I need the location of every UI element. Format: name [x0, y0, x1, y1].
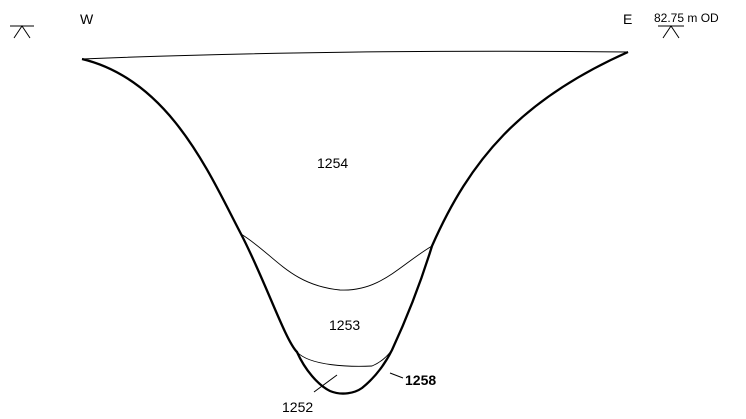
context-label-1252: 1252: [282, 399, 313, 415]
datum-level-label: 82.75 m OD: [654, 11, 719, 25]
east-label: E: [623, 11, 632, 27]
context-label-1253: 1253: [329, 317, 360, 333]
context-label-1258: 1258: [405, 372, 436, 388]
datum-marker-right-icon: [658, 25, 684, 39]
layer-boundary-1253-1252: [296, 349, 393, 367]
context-label-1254: 1254: [317, 155, 348, 171]
leader-line-1252: [313, 374, 338, 393]
cut-profile-line: [81, 50, 629, 395]
west-label: W: [80, 11, 94, 27]
leader-line-1258: [389, 372, 404, 379]
datum-marker-left-icon: [10, 25, 34, 39]
layer-boundary-1254-1253: [240, 233, 433, 291]
section-top-line: [81, 50, 629, 60]
